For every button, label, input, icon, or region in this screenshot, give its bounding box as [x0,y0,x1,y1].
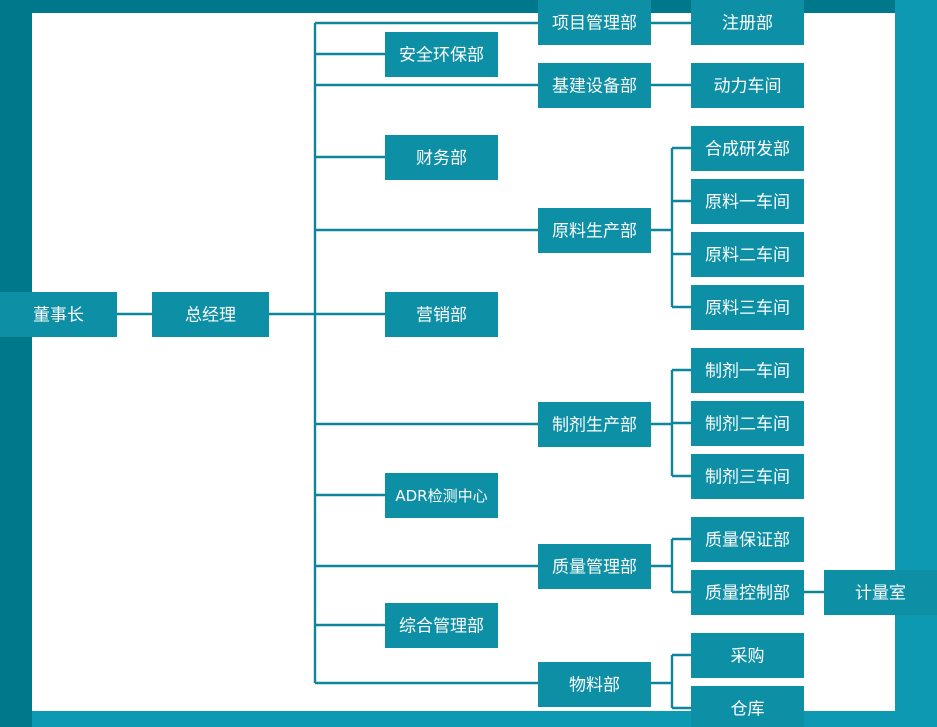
org-node-box[interactable] [385,32,498,77]
org-node[interactable]: 仓库 [691,686,804,727]
org-node-box[interactable] [691,126,804,171]
org-node-label: 制剂生产部 [552,416,637,436]
org-node[interactable]: ADR检测中心 [385,473,498,518]
org-node-box[interactable] [385,603,498,648]
org-node-label: 质量控制部 [705,584,790,604]
org-node-label: 计量室 [855,584,906,604]
org-node-label: 财务部 [416,149,467,169]
org-node-box[interactable] [385,135,498,180]
org-node-box[interactable] [691,454,804,499]
org-node[interactable]: 营销部 [385,292,498,337]
org-node[interactable]: 质量保证部 [691,517,804,562]
org-node-box[interactable] [538,544,651,589]
org-node-box[interactable] [691,570,804,615]
org-node-box[interactable] [691,348,804,393]
org-node-box[interactable] [538,0,651,45]
org-node-label: 制剂二车间 [705,415,790,435]
org-node[interactable]: 制剂二车间 [691,401,804,446]
org-node[interactable]: 制剂一车间 [691,348,804,393]
org-node-box[interactable] [691,232,804,277]
org-node-label: 制剂三车间 [705,468,790,488]
org-node-label: 注册部 [722,14,773,34]
org-node[interactable]: 计量室 [824,570,937,615]
org-node-box[interactable] [538,63,651,108]
org-node-box[interactable] [691,517,804,562]
org-node-label: 总经理 [185,306,236,326]
org-node[interactable]: 原料一车间 [691,179,804,224]
org-node-box[interactable] [691,0,804,45]
org-node[interactable]: 采购 [691,633,804,678]
org-node-label: 原料二车间 [705,246,790,266]
org-node-label: 仓库 [731,700,765,720]
org-node[interactable]: 总经理 [152,292,269,337]
org-node-label: 合成研发部 [705,140,790,160]
org-node-label: 制剂一车间 [705,362,790,382]
org-node-box[interactable] [538,662,651,707]
org-node-label: 基建设备部 [552,77,637,97]
frame-left-band [0,0,32,727]
org-node[interactable]: 基建设备部 [538,63,651,108]
connector-lines-group [117,21,824,710]
org-node[interactable]: 原料三车间 [691,285,804,330]
org-node[interactable]: 质量控制部 [691,570,804,615]
org-node[interactable]: 动力车间 [691,63,804,108]
org-node[interactable]: 合成研发部 [691,126,804,171]
org-node[interactable]: 制剂三车间 [691,454,804,499]
org-node[interactable]: 安全环保部 [385,32,498,77]
org-node[interactable]: 原料二车间 [691,232,804,277]
org-node-box[interactable] [691,285,804,330]
org-node-label: 物料部 [569,676,620,696]
org-node[interactable]: 注册部 [691,0,804,45]
org-node[interactable]: 财务部 [385,135,498,180]
org-node-label: 原料三车间 [705,299,790,319]
org-node[interactable]: 物料部 [538,662,651,707]
org-node-label: 动力车间 [714,77,782,97]
org-node[interactable]: 项目管理部 [538,0,651,45]
org-node-box[interactable] [538,402,651,447]
org-node[interactable]: 综合管理部 [385,603,498,648]
org-node-label: 综合管理部 [399,617,484,637]
org-node-label: 安全环保部 [399,46,484,66]
org-node-label: 董事长 [33,306,84,326]
org-node-label: 质量管理部 [552,558,637,578]
org-node[interactable]: 制剂生产部 [538,402,651,447]
org-node-box[interactable] [691,63,804,108]
org-node-label: 原料一车间 [705,193,790,213]
org-node-label: ADR检测中心 [395,487,487,505]
org-node-box[interactable] [538,208,651,253]
org-node-box[interactable] [691,401,804,446]
org-node-label: 采购 [731,647,765,667]
org-node-box[interactable] [385,292,498,337]
org-node-box[interactable] [385,473,498,518]
org-node-box[interactable] [691,633,804,678]
org-node-box[interactable] [691,179,804,224]
org-node-label: 项目管理部 [552,14,637,34]
org-node-label: 原料生产部 [552,222,637,242]
org-node[interactable]: 董事长 [0,292,117,337]
org-node[interactable]: 原料生产部 [538,208,651,253]
org-node-box[interactable] [0,292,117,337]
org-node[interactable]: 质量管理部 [538,544,651,589]
org-node-label: 质量保证部 [705,531,790,551]
frame-bottom-left-corner [0,711,32,727]
org-node-label: 营销部 [416,306,467,326]
org-node-box[interactable] [152,292,269,337]
org-node-box[interactable] [824,570,937,615]
org-node-box[interactable] [691,686,804,727]
